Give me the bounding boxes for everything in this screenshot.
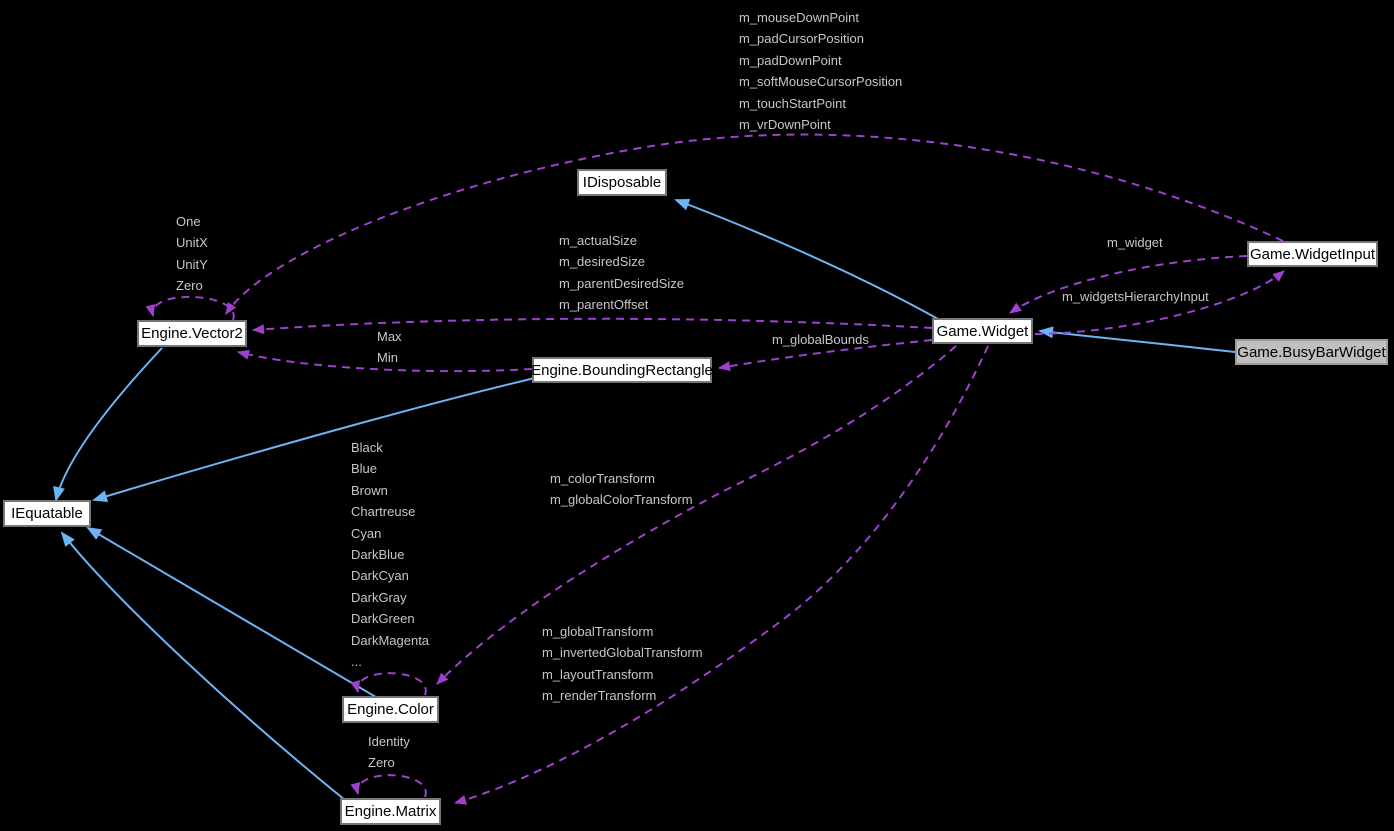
edge-label-line: m_widgetsHierarchyInput xyxy=(1062,289,1209,304)
edge-label-matrix-self-fields: Identity Zero xyxy=(368,731,410,774)
edge-widget-to-vector2 xyxy=(252,317,933,335)
node-iequatable[interactable]: IEquatable xyxy=(3,500,91,527)
node-idisposable[interactable]: IDisposable xyxy=(577,169,667,196)
edge-label-boundingrect-vector2-fields: Max Min xyxy=(377,326,402,369)
edge-boundingrectangle-to-iequatable xyxy=(92,377,536,502)
edge-label-line: One xyxy=(176,214,201,229)
edge-widget-to-color xyxy=(436,345,957,685)
edge-label-color-self-fields: Black Blue Brown Chartreuse Cyan DarkBlu… xyxy=(351,437,429,672)
edge-label-line: Chartreuse xyxy=(351,504,416,520)
edge-label-line: m_renderTransform xyxy=(542,688,657,704)
edge-boundingrectangle-to-vector2 xyxy=(237,349,533,373)
edge-color-self-loop xyxy=(350,672,427,696)
edge-label-line: m_touchStartPoint xyxy=(739,95,846,111)
edge-label-line: DarkBlue xyxy=(351,547,405,563)
edge-label-widget-matrix-fields: m_globalTransform m_invertedGlobalTransf… xyxy=(542,621,703,707)
edge-label-line: m_vrDownPoint xyxy=(739,117,831,133)
edge-label-line: DarkMagenta xyxy=(351,632,430,648)
edge-label-line: DarkGray xyxy=(351,589,407,605)
node-engine-boundingrectangle[interactable]: Engine.BoundingRectangle xyxy=(531,357,713,383)
edge-label-line: UnitX xyxy=(176,235,208,251)
edge-label-line: m_globalTransform xyxy=(542,624,654,639)
edge-label-line: Min xyxy=(377,350,398,366)
edge-label-line: m_desiredSize xyxy=(559,254,645,270)
edge-widget-to-idisposable xyxy=(674,198,939,320)
edge-label-line: m_globalBounds xyxy=(772,332,869,347)
edge-label-line: Identity xyxy=(368,734,410,749)
edge-label-line: m_colorTransform xyxy=(550,471,655,486)
edge-widget-to-matrix xyxy=(454,345,989,805)
node-game-widgetinput[interactable]: Game.WidgetInput xyxy=(1247,241,1378,267)
edge-label-widget-vector2-fields: m_actualSize m_desiredSize m_parentDesir… xyxy=(559,230,684,316)
edge-matrix-self-loop xyxy=(350,774,427,798)
edge-matrix-to-iequatable xyxy=(60,531,346,801)
edge-label-line: m_parentDesiredSize xyxy=(559,275,685,291)
edge-label-line: m_mouseDownPoint xyxy=(739,10,859,25)
edge-label-widget-boundingrect-field: m_globalBounds xyxy=(772,329,869,350)
edge-vector2-self-loop xyxy=(145,295,235,321)
edge-label-line: Brown xyxy=(351,482,388,498)
node-game-busybarwidget: Game.BusyBarWidget xyxy=(1235,339,1388,365)
edge-label-line: DarkGreen xyxy=(351,611,415,627)
edge-label-line: Zero xyxy=(176,278,203,294)
edge-color-to-iequatable xyxy=(86,526,399,711)
edge-label-line: UnitY xyxy=(176,256,208,272)
edge-busybarwidget-to-widget xyxy=(1038,326,1236,353)
edge-label-widget-color-fields: m_colorTransform m_globalColorTransform xyxy=(550,468,693,511)
edge-label-line: Blue xyxy=(351,461,378,477)
edge-label-widget-widgetinput-field: m_widgetsHierarchyInput xyxy=(1062,286,1209,307)
edge-widget-to-boundingrectangle xyxy=(718,339,933,372)
edge-widget-to-widgetinput xyxy=(1034,270,1285,335)
edge-label-line: m_actualSize xyxy=(559,233,638,248)
node-engine-vector2[interactable]: Engine.Vector2 xyxy=(137,320,247,347)
node-engine-matrix[interactable]: Engine.Matrix xyxy=(340,798,441,825)
edge-label-line: m_layoutTransform xyxy=(542,666,654,682)
edge-label-line: m_widget xyxy=(1107,235,1163,250)
edge-label-line: Cyan xyxy=(351,525,382,541)
edge-widgetinput-to-widget xyxy=(1009,255,1248,314)
edge-label-line: m_padCursorPosition xyxy=(739,31,865,47)
edge-label-line: Black xyxy=(351,440,383,455)
edge-label-line: DarkCyan xyxy=(351,568,409,584)
edge-label-line: ... xyxy=(351,654,362,670)
node-engine-color[interactable]: Engine.Color xyxy=(342,696,439,723)
edge-label-widgetinput-vector2-fields: m_mouseDownPoint m_padCursorPosition m_p… xyxy=(739,7,902,135)
edge-label-line: Zero xyxy=(368,755,395,771)
edge-label-widgetinput-widget-field: m_widget xyxy=(1107,232,1163,253)
edge-label-line: m_softMouseCursorPosition xyxy=(739,74,903,90)
edge-label-line: m_parentOffset xyxy=(559,297,649,313)
node-game-widget[interactable]: Game.Widget xyxy=(932,318,1033,344)
edge-label-line: m_invertedGlobalTransform xyxy=(542,645,703,661)
edge-widgetinput-to-vector2 xyxy=(225,133,1284,315)
edge-label-vector2-self-fields: One UnitX UnitY Zero xyxy=(176,211,208,297)
edge-label-line: m_padDownPoint xyxy=(739,52,842,68)
edge-label-line: m_globalColorTransform xyxy=(550,492,693,508)
edge-vector2-to-iequatable xyxy=(53,347,163,502)
edge-label-line: Max xyxy=(377,329,402,344)
